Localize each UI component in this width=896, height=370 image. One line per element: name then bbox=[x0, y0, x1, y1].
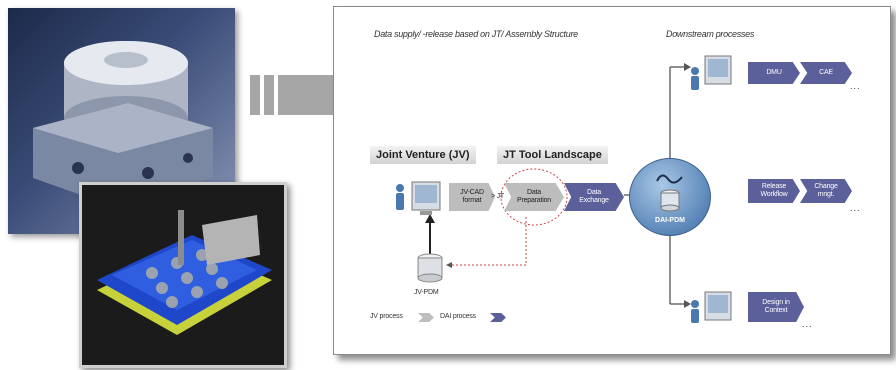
hydraulic-unit-icon bbox=[33, 41, 213, 208]
legend-jv-swatch bbox=[418, 313, 434, 322]
legend-jv-label: JV process bbox=[370, 313, 403, 320]
change-mngt-label: Change mngt. bbox=[814, 183, 838, 198]
downstream-user-icon-1 bbox=[691, 55, 732, 90]
database-icon bbox=[660, 189, 680, 212]
section-jt-tool-landscape: JT Tool Landscape bbox=[497, 146, 608, 164]
ellipsis-3: ... bbox=[802, 319, 813, 329]
downstream-user-icon-3 bbox=[691, 291, 732, 323]
jv-pdm-label: JV-PDM bbox=[414, 289, 439, 296]
user-workstation-icon bbox=[396, 181, 441, 215]
legend-dai-label: DAI process bbox=[440, 313, 476, 320]
ellipsis-1: ... bbox=[850, 81, 861, 91]
pcb-model-icon bbox=[97, 210, 272, 335]
connector-lines bbox=[425, 63, 691, 308]
data-exchange-step: Data Exchange bbox=[564, 183, 624, 211]
data-preparation-step: Data Preparation bbox=[504, 183, 564, 211]
design-in-context-label: Design in Context bbox=[762, 299, 790, 314]
jv-pdm-database-icon bbox=[417, 253, 443, 283]
cae-label: CAE bbox=[819, 69, 833, 76]
change-mngt-step: Change mngt. bbox=[800, 179, 852, 203]
design-in-context-step: Design in Context bbox=[748, 292, 804, 322]
cae-step: CAE bbox=[800, 62, 852, 84]
legend-dai-swatch bbox=[490, 313, 506, 322]
ellipsis-2: ... bbox=[850, 203, 861, 213]
jv-cad-label: JV-CAD format bbox=[460, 189, 484, 204]
dai-pdm-label: DAI-PDM bbox=[655, 217, 685, 224]
dai-pdm-node: DAI-PDM bbox=[629, 158, 711, 236]
header-left: Data supply/ -release based on JT/ Assem… bbox=[374, 29, 578, 39]
jt-logo-icon bbox=[656, 174, 683, 184]
release-workflow-step: Release Workflow bbox=[748, 179, 800, 203]
part-image bbox=[8, 8, 235, 234]
release-workflow-label: Release Workflow bbox=[760, 183, 788, 198]
data-exchange-label: Data Exchange bbox=[579, 189, 609, 204]
section-joint-venture: Joint Venture (JV) bbox=[370, 146, 476, 164]
dmu-label: DMU bbox=[766, 69, 782, 76]
dmu-step: DMU bbox=[748, 62, 800, 84]
jt-marker: > JT bbox=[491, 193, 505, 200]
model-image bbox=[79, 182, 287, 368]
jv-cad-format-step: JV-CAD format bbox=[449, 183, 495, 211]
diagram-panel: Data supply/ -release based on JT/ Assem… bbox=[333, 6, 891, 355]
header-right: Downstream processes bbox=[666, 29, 755, 39]
data-preparation-label: Data Preparation bbox=[517, 189, 551, 204]
